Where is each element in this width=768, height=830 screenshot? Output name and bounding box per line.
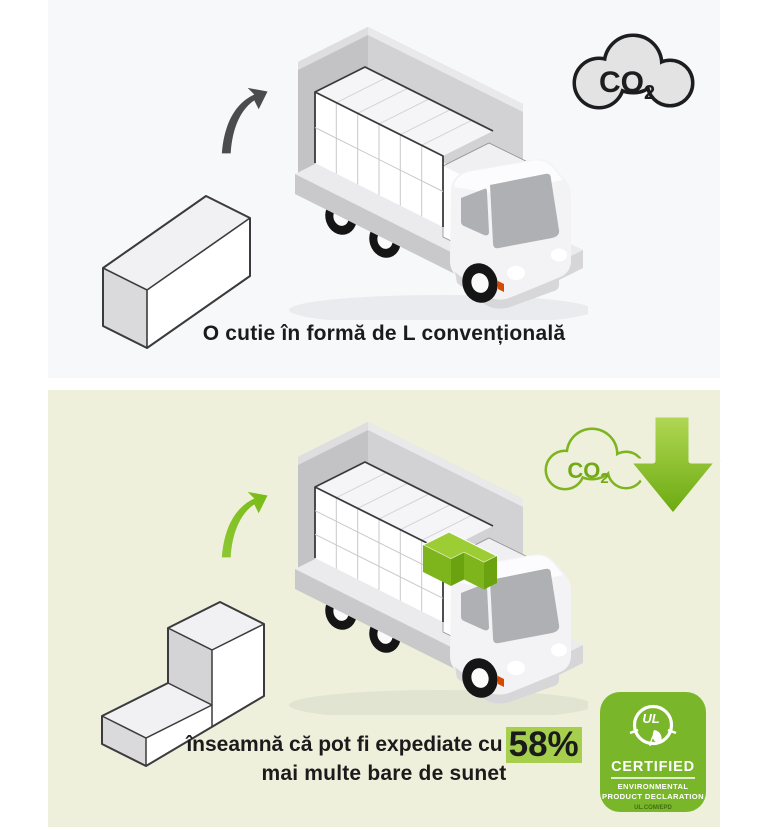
ul-certified-badge: UL CERTIFIED ENVIRONMENTAL PRODUCT DECLA… [600,692,706,812]
co2-cloud-icon: CO2 [572,33,695,110]
svg-text:UL: UL [642,711,659,726]
co2-label-green: CO2 [567,458,608,487]
co2-label: CO2 [599,66,655,104]
caption-eco-line1: înseamnă că pot fi expediate cu 58% [48,725,720,765]
ul-logo: UL [629,704,677,747]
badge-url: UL.COM/EPD [634,805,672,811]
caption-eco-prefix: înseamnă că pot fi expediate cu [186,733,503,756]
green-l-box-on-truck [422,531,498,590]
badge-subtitle2: PRODUCT DECLARATION [602,792,704,801]
badge-title: CERTIFIED [611,759,695,775]
caption-eco-line2: mai multe bare de sunet [261,762,507,785]
badge-subtitle1: ENVIRONMENTAL [618,782,689,791]
l-shaped-box-illustration [101,601,265,767]
down-arrow-icon [625,415,721,519]
panel-eco: CO2 înseamnă că pot fi expediate cu 58% … [48,390,721,827]
co2-reduction-icon: CO2 [544,415,721,519]
co2-cloud-green-icon: CO2 [544,427,646,491]
truck-eco-illustration [288,421,588,715]
curved-arrow-dark-icon [221,87,268,154]
curved-arrow-green-icon [221,491,268,558]
caption-conventional: O cutie în formă de L convențională [202,322,566,345]
truck-conventional-illustration [288,26,588,320]
rectangular-box-illustration [102,195,251,349]
panel-conventional: CO2 O cutie în formă de L convențională [48,0,720,378]
caption-58-highlight: 58% [505,727,582,763]
